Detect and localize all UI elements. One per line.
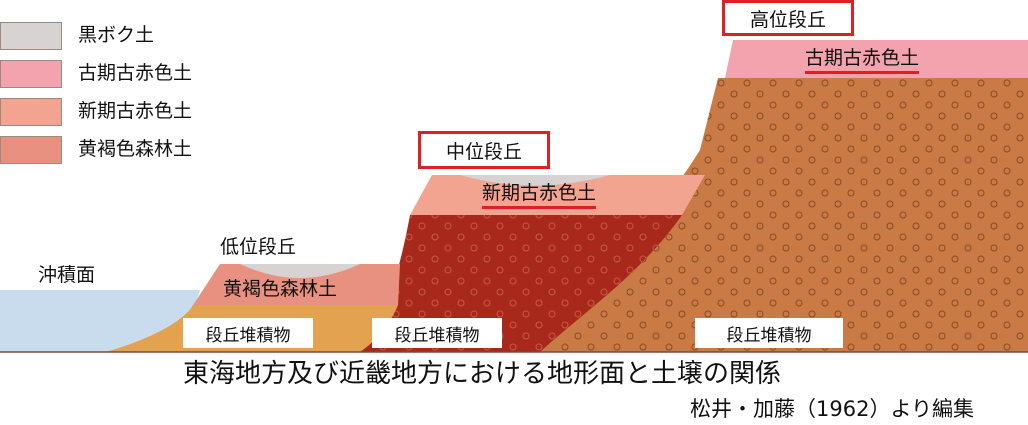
- low-terrace-deposit-label: 段丘堆積物: [183, 318, 313, 348]
- legend-label-kuroboku: 黒ボク土: [78, 24, 155, 46]
- low-terrace-soil-label: 黄褐色森林土: [223, 278, 338, 300]
- legend-swatch-new-red: [0, 98, 62, 126]
- figure-credit: 松井・加藤（1962）より編集: [690, 397, 975, 421]
- figure-caption: 東海地方及び近畿地方における地形面と土壌の関係: [183, 359, 782, 389]
- legend-label-old-red: 古期古赤色土: [78, 62, 193, 84]
- legend-swatch-old-red: [0, 60, 62, 88]
- middle-terrace-deposit-label: 段丘堆積物: [372, 318, 502, 348]
- low-terrace-label: 低位段丘: [220, 236, 297, 258]
- high-terrace-old-red-soil: [725, 40, 1028, 78]
- legend-swatch-kuroboku: [0, 22, 62, 50]
- middle-terrace-kuroboku: [460, 175, 610, 186]
- middle-terrace-label: 中位段丘: [418, 131, 550, 169]
- legend-label-new-red: 新期古赤色土: [78, 100, 193, 122]
- alluvial-plain-label: 沖積面: [38, 264, 96, 286]
- high-terrace-deposit-pebbles: [540, 78, 1028, 352]
- legend-swatch-forest: [0, 136, 62, 164]
- low-terrace-kuroboku: [240, 264, 360, 278]
- high-terrace-deposit-label: 段丘堆積物: [695, 318, 843, 348]
- middle-terrace-deposit-pebbles: [360, 215, 682, 352]
- middle-terrace-soil-label: 新期古赤色土: [482, 184, 597, 209]
- legend-label-forest: 黄褐色森林土: [78, 138, 193, 160]
- high-terrace-soil-label: 古期古赤色土: [805, 49, 920, 74]
- low-terrace-forest-soil: [193, 264, 400, 305]
- middle-terrace-new-red-soil: [410, 175, 705, 215]
- high-terrace-label: 高位段丘: [722, 0, 854, 36]
